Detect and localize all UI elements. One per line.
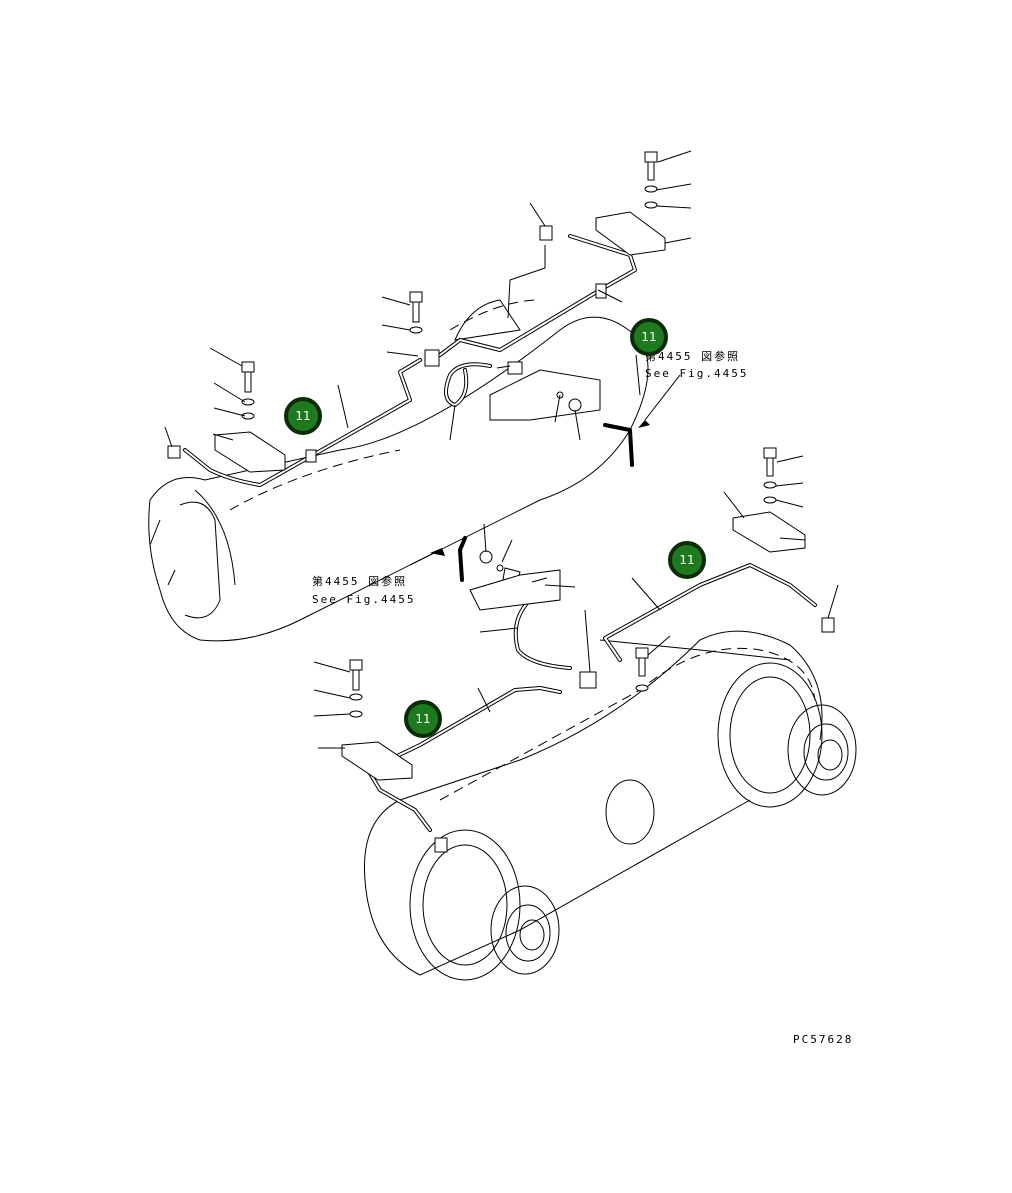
upper-ref-en: See Fig.4455 bbox=[645, 367, 748, 380]
callout-label: 11 bbox=[679, 553, 694, 567]
upper-ref-arrow bbox=[638, 420, 650, 428]
lower-leaders bbox=[313, 455, 839, 749]
upper-bolt-right bbox=[644, 151, 658, 209]
upper-fittings bbox=[167, 225, 607, 463]
drawing-code: PC57628 bbox=[793, 1033, 853, 1046]
lower-hub-left bbox=[409, 829, 560, 981]
lower-ref-jp: 第4455 図参照 bbox=[312, 574, 407, 588]
upper-tube-left bbox=[183, 358, 422, 487]
upper-ref-jp: 第4455 図参照 bbox=[645, 349, 740, 363]
callout-badge-lower-right[interactable]: 11 bbox=[668, 541, 706, 579]
lower-hub-right bbox=[717, 662, 857, 808]
lower-hardware bbox=[341, 447, 835, 853]
lower-ref-en: See Fig.4455 bbox=[312, 593, 415, 606]
upper-plate-right bbox=[595, 211, 666, 256]
upper-housing bbox=[148, 299, 649, 642]
lower-tube-right bbox=[603, 563, 817, 662]
callout-badge-upper-left[interactable]: 11 bbox=[284, 397, 322, 435]
upper-bolt-left bbox=[241, 361, 255, 420]
lower-hose bbox=[458, 536, 572, 670]
upper-plate-left bbox=[214, 431, 286, 473]
upper-hose bbox=[444, 362, 634, 467]
lower-housing bbox=[363, 630, 823, 976]
upper-leaders bbox=[164, 150, 692, 448]
callout-label: 11 bbox=[415, 712, 430, 726]
upper-bolt-mid bbox=[409, 291, 423, 334]
callout-label: 11 bbox=[295, 409, 310, 423]
callout-badge-upper-right[interactable]: 11 bbox=[630, 318, 668, 356]
callout-badge-lower-left[interactable]: 11 bbox=[404, 700, 442, 738]
callout-label: 11 bbox=[641, 330, 656, 344]
lower-ref-arrow bbox=[430, 548, 445, 556]
